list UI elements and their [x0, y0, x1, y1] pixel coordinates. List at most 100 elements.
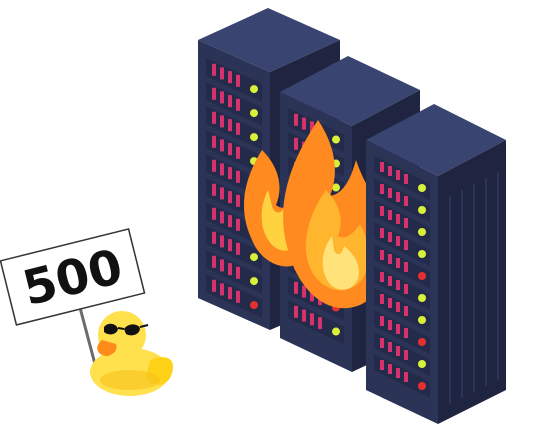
drive-indicator — [396, 214, 400, 224]
status-led — [418, 184, 426, 192]
drive-indicator — [404, 196, 408, 206]
drive-indicator — [236, 266, 240, 279]
status-led — [418, 382, 426, 390]
drive-indicator — [396, 236, 400, 246]
drive-indicator — [220, 259, 224, 272]
drive-indicator — [236, 122, 240, 135]
drive-indicator — [220, 91, 224, 104]
sign-500: 500 — [0, 228, 146, 369]
status-led — [332, 327, 340, 336]
drive-indicator — [220, 163, 224, 176]
drive-indicator — [388, 342, 392, 352]
drive-indicator — [220, 115, 224, 128]
drive-indicator — [380, 206, 384, 216]
drive-indicator — [404, 328, 408, 338]
drive-indicator — [228, 191, 232, 204]
status-led — [418, 360, 426, 368]
status-led — [418, 228, 426, 236]
drive-indicator — [220, 187, 224, 200]
drive-indicator — [404, 262, 408, 272]
drive-indicator — [396, 170, 400, 180]
drive-indicator — [228, 263, 232, 276]
drive-indicator — [228, 167, 232, 180]
status-led — [250, 301, 258, 310]
sign-board: 500 — [0, 228, 146, 326]
drive-indicator — [388, 232, 392, 242]
drive-indicator — [380, 316, 384, 326]
drive-indicator — [302, 309, 306, 322]
status-led — [418, 316, 426, 324]
status-led — [250, 109, 258, 118]
drive-indicator — [388, 188, 392, 198]
status-led — [418, 250, 426, 258]
drive-indicator — [380, 294, 384, 304]
drive-indicator — [310, 313, 314, 326]
drive-indicator — [388, 276, 392, 286]
status-led — [418, 206, 426, 214]
drive-indicator — [310, 121, 314, 134]
rack-right-side-vents — [449, 172, 499, 404]
drive-indicator — [380, 162, 384, 172]
sunglasses — [104, 323, 149, 336]
drive-indicator — [294, 281, 298, 294]
drive-indicator — [212, 231, 216, 244]
status-led — [418, 272, 426, 280]
drive-indicator — [228, 287, 232, 300]
drive-indicator — [380, 250, 384, 260]
rubber-duck-icon — [90, 311, 174, 396]
status-led — [250, 85, 258, 94]
drive-indicator — [236, 170, 240, 183]
drive-indicator — [212, 183, 216, 196]
drive-indicator — [388, 364, 392, 374]
drive-indicator — [236, 74, 240, 87]
drive-indicator — [212, 159, 216, 172]
drive-indicator — [388, 320, 392, 330]
drive-indicator — [404, 240, 408, 250]
status-led — [418, 338, 426, 346]
drive-indicator — [294, 305, 298, 318]
drive-indicator — [380, 228, 384, 238]
drive-indicator — [212, 87, 216, 100]
drive-indicator — [212, 279, 216, 292]
drive-indicator — [228, 215, 232, 228]
drive-indicator — [318, 317, 322, 330]
drive-indicator — [302, 117, 306, 130]
drive-indicator — [388, 254, 392, 264]
server-rack-right — [366, 104, 506, 424]
status-led — [250, 133, 258, 142]
drive-indicator — [388, 166, 392, 176]
drive-indicator — [212, 111, 216, 124]
drive-indicator — [404, 306, 408, 316]
sign-stick — [76, 299, 98, 369]
drive-indicator — [236, 194, 240, 207]
status-led — [332, 135, 340, 144]
drive-indicator — [396, 368, 400, 378]
status-led — [250, 277, 258, 286]
drive-indicator — [404, 174, 408, 184]
drive-indicator — [294, 137, 298, 150]
drive-indicator — [228, 119, 232, 132]
drive-indicator — [236, 146, 240, 159]
drive-indicator — [380, 338, 384, 348]
drive-indicator — [228, 71, 232, 84]
drive-indicator — [388, 210, 392, 220]
drive-indicator — [396, 192, 400, 202]
drive-indicator — [396, 324, 400, 334]
drive-indicator — [236, 242, 240, 255]
drive-indicator — [236, 98, 240, 111]
flame-icon — [243, 120, 390, 309]
drive-indicator — [396, 258, 400, 268]
drive-indicator — [212, 63, 216, 76]
drive-indicator — [212, 255, 216, 268]
drive-indicator — [396, 280, 400, 290]
drive-indicator — [380, 360, 384, 370]
drive-indicator — [396, 302, 400, 312]
drive-indicator — [404, 284, 408, 294]
status-led — [418, 294, 426, 302]
drive-indicator — [228, 143, 232, 156]
drive-indicator — [388, 298, 392, 308]
drive-indicator — [404, 350, 408, 360]
drive-indicator — [220, 235, 224, 248]
drive-indicator — [228, 239, 232, 252]
